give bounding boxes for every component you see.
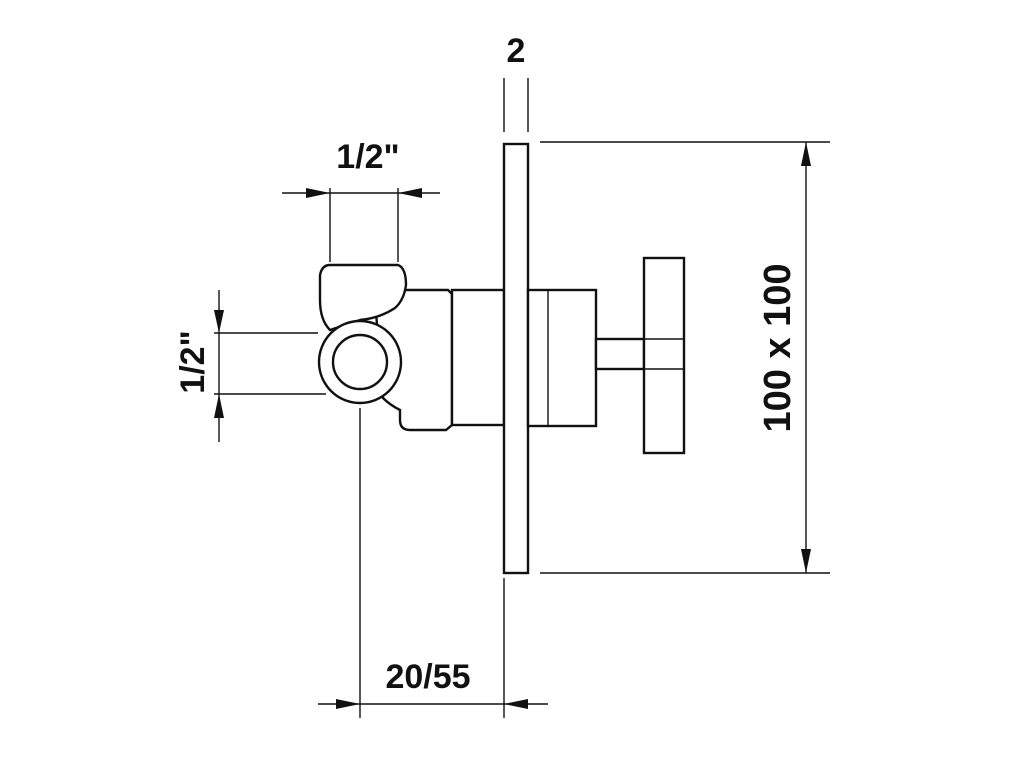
- dimension-plate-thickness: 2: [503, 32, 529, 132]
- depth-label: 20/55: [385, 658, 470, 696]
- outlet-nozzle: [318, 263, 408, 332]
- inlet-ring-inner: [331, 333, 389, 391]
- valve-body: [317, 263, 506, 432]
- dimension-outlet: 1/2": [282, 138, 440, 262]
- handle-base: [526, 288, 598, 428]
- dimension-plate-size: 100 x 100: [540, 141, 830, 574]
- plate-size-label: 100 x 100: [757, 263, 799, 432]
- cover-plate: [502, 142, 530, 575]
- inlet-size-label: 1/2": [174, 330, 212, 393]
- dimension-depth: 20/55: [318, 408, 548, 718]
- handle: [526, 256, 686, 455]
- body-extension: [450, 288, 506, 427]
- handle-stem: [594, 337, 646, 371]
- cross-handle: [642, 256, 686, 455]
- plate-thickness-label: 2: [507, 32, 526, 70]
- dimension-inlet: 1/2": [174, 290, 326, 442]
- outlet-size-label: 1/2": [336, 138, 399, 176]
